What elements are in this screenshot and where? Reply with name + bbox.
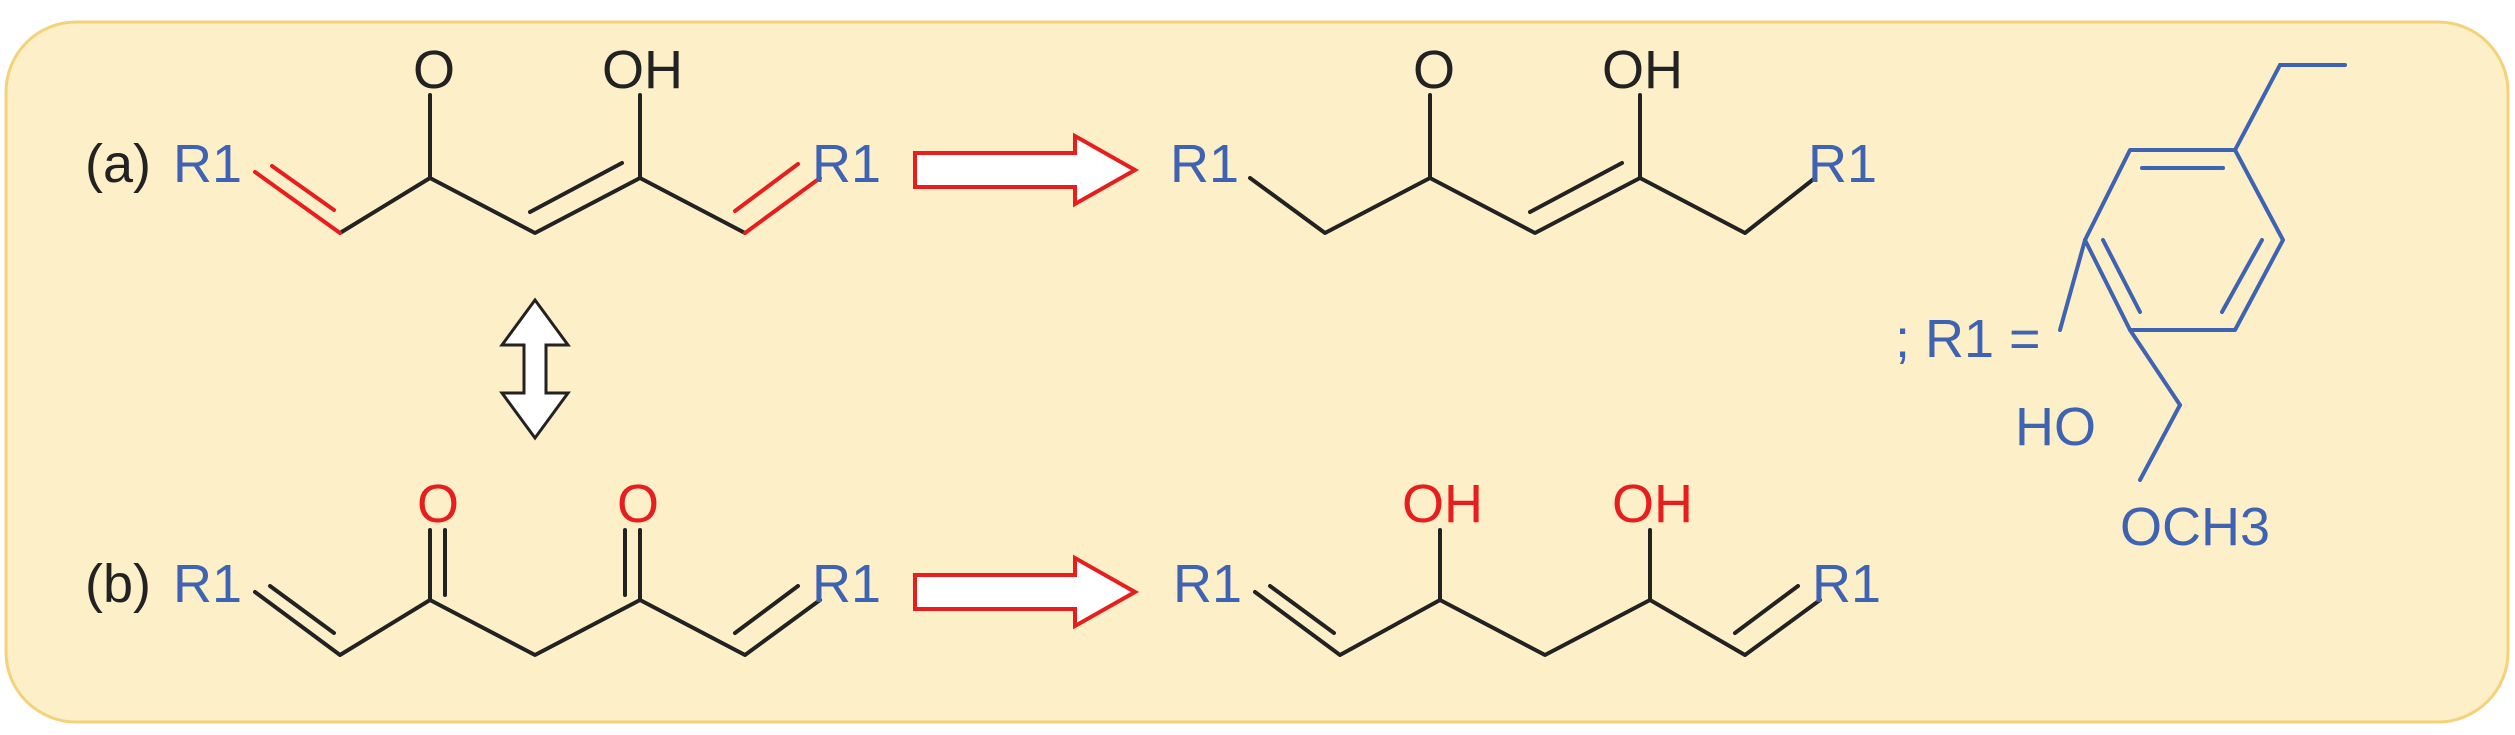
structure-a-product: R1 R1 O OH bbox=[1170, 40, 1877, 235]
red-double-bond-right bbox=[743, 176, 822, 235]
r1-label: R1 bbox=[1808, 134, 1877, 194]
methoxy-bond bbox=[2138, 403, 2182, 482]
r1-definition-label: ; R1 = bbox=[1895, 309, 2041, 369]
double-headed-arrow-icon bbox=[499, 297, 571, 441]
r1-label: R1 bbox=[173, 134, 242, 194]
oxygen-label: O bbox=[413, 40, 455, 100]
methoxy-bond bbox=[2128, 328, 2182, 407]
bond bbox=[1253, 590, 1822, 657]
double-bond-inner-right bbox=[1733, 584, 1800, 635]
r1-label: R1 bbox=[1173, 554, 1242, 614]
r1-label: R1 bbox=[173, 554, 242, 614]
panel-label-b: (b) bbox=[85, 554, 151, 614]
hydroxyl-label: OH bbox=[602, 40, 683, 100]
reaction-arrow-icon bbox=[913, 132, 1140, 208]
hydroxyl-bond bbox=[2058, 238, 2087, 332]
aromatic-inner-bond bbox=[2101, 238, 2142, 314]
double-bond-inner bbox=[1528, 161, 1624, 214]
bond bbox=[1248, 176, 1817, 235]
red-double-bond-right-inner bbox=[733, 162, 800, 213]
structure-b-product: R1 R1 OH OH bbox=[1173, 474, 1881, 657]
bond bbox=[253, 590, 822, 657]
double-bond-inner bbox=[528, 161, 624, 214]
methyl-bond bbox=[2233, 63, 2282, 152]
double-bond-inner-right bbox=[733, 584, 800, 635]
reaction-arrow-icon bbox=[913, 554, 1140, 630]
hydroxyl-label: OH bbox=[1612, 474, 1693, 534]
methoxy-label: OCH3 bbox=[2120, 497, 2270, 557]
double-bond-inner-left bbox=[268, 584, 336, 635]
double-bond-inner-left bbox=[1268, 584, 1336, 635]
r1-label: R1 bbox=[1170, 134, 1239, 194]
hydroxyl-label: OH bbox=[1602, 40, 1683, 100]
r1-label: R1 bbox=[812, 134, 881, 194]
oxygen-label: O bbox=[617, 474, 659, 534]
r1-substituent-structure: HO OCH3 bbox=[2015, 63, 2347, 557]
aromatic-inner-bond bbox=[2220, 238, 2264, 314]
bond bbox=[338, 176, 747, 235]
ho-label: HO bbox=[2015, 397, 2096, 457]
red-double-bond-left bbox=[253, 170, 342, 235]
panel-label-a: (a) bbox=[85, 134, 151, 194]
hydroxyl-label: OH bbox=[1402, 474, 1483, 534]
r1-label: R1 bbox=[1812, 554, 1881, 614]
r1-label: R1 bbox=[812, 554, 881, 614]
red-double-bond-left-inner bbox=[270, 164, 336, 212]
background-panel bbox=[4, 20, 2510, 724]
structure-b-reactant: R1 R1 O O bbox=[173, 474, 881, 657]
structure-a-reactant: R1 R1 O OH bbox=[173, 40, 881, 235]
oxygen-label: O bbox=[417, 474, 459, 534]
oxygen-label: O bbox=[1413, 40, 1455, 100]
